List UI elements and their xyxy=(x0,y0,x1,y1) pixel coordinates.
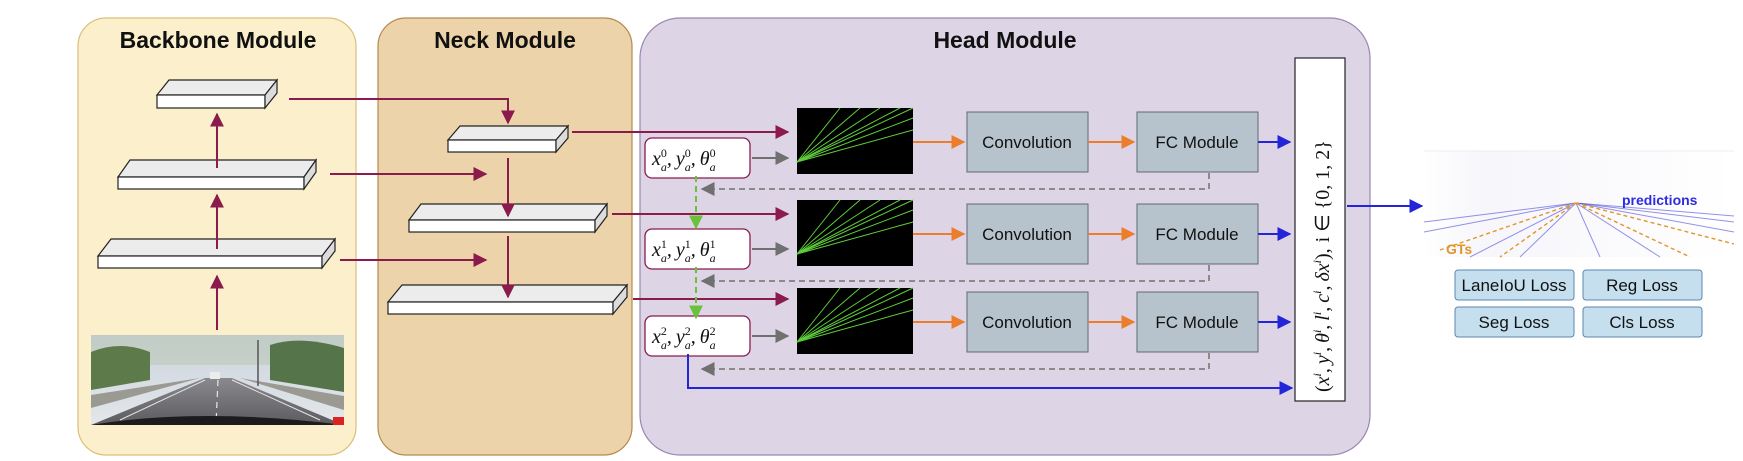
convolution-label-0: Convolution xyxy=(982,133,1072,152)
output-formula-text: (xi,yi,θi,li,ci,δxi),i ∈ {0, 1, 2} xyxy=(1310,140,1334,392)
loss-cls-label: Cls Loss xyxy=(1609,313,1674,332)
fc-module-label-1: FC Module xyxy=(1155,225,1238,244)
predictions-label: predictions xyxy=(1622,192,1698,208)
backbone-module-title: Backbone Module xyxy=(120,27,317,53)
convolution-box-1 xyxy=(966,203,1089,265)
loss-laneiou: LaneIoU Loss xyxy=(1454,269,1575,301)
lateral-arrow-level3 xyxy=(289,98,515,125)
fc-module-box-0 xyxy=(1136,111,1259,173)
loss-reg-label: Reg Loss xyxy=(1606,276,1678,295)
anchor-lane-image-0 xyxy=(796,107,914,174)
fc-module-label-0: FC Module xyxy=(1155,133,1238,152)
loss-cls: Cls Loss xyxy=(1582,306,1703,338)
anchor-lane-image-2 xyxy=(796,287,914,354)
neck-feature-map-top xyxy=(446,124,570,154)
loss-seg-label: Seg Loss xyxy=(1479,313,1550,332)
neck-module-title: Neck Module xyxy=(434,27,576,53)
neck-feature-map-bottom xyxy=(386,283,629,316)
neck-module-panel xyxy=(377,17,633,456)
fc-module-box-1 xyxy=(1136,203,1259,265)
fc-module-label-2: FC Module xyxy=(1155,313,1238,332)
gts-label: GTs xyxy=(1446,241,1472,257)
anchor-lane-image-1 xyxy=(796,199,914,266)
input-road-image xyxy=(91,335,344,425)
loss-laneiou-label: LaneIoU Loss xyxy=(1462,276,1567,295)
anchor-box-0 xyxy=(644,137,751,179)
anchor-to-output-arrow xyxy=(687,354,1294,395)
backbone-feature-map-2 xyxy=(116,158,318,191)
head-module-title: Head Module xyxy=(933,27,1076,53)
output-formula-box xyxy=(1294,57,1346,402)
feedback-arrow-0 xyxy=(700,173,1210,196)
feedback-arrow-2 xyxy=(700,353,1210,376)
feedback-arrow-1 xyxy=(700,265,1210,288)
loss-reg: Reg Loss xyxy=(1582,269,1703,301)
convolution-label-1: Convolution xyxy=(982,225,1072,244)
loss-seg: Seg Loss xyxy=(1454,306,1575,338)
convolution-box-2 xyxy=(966,291,1089,353)
backbone-feature-map-3 xyxy=(155,78,279,110)
fc-module-box-2 xyxy=(1136,291,1259,353)
convolution-label-2: Convolution xyxy=(982,313,1072,332)
predictions-image: predictions GTs xyxy=(1423,150,1735,258)
